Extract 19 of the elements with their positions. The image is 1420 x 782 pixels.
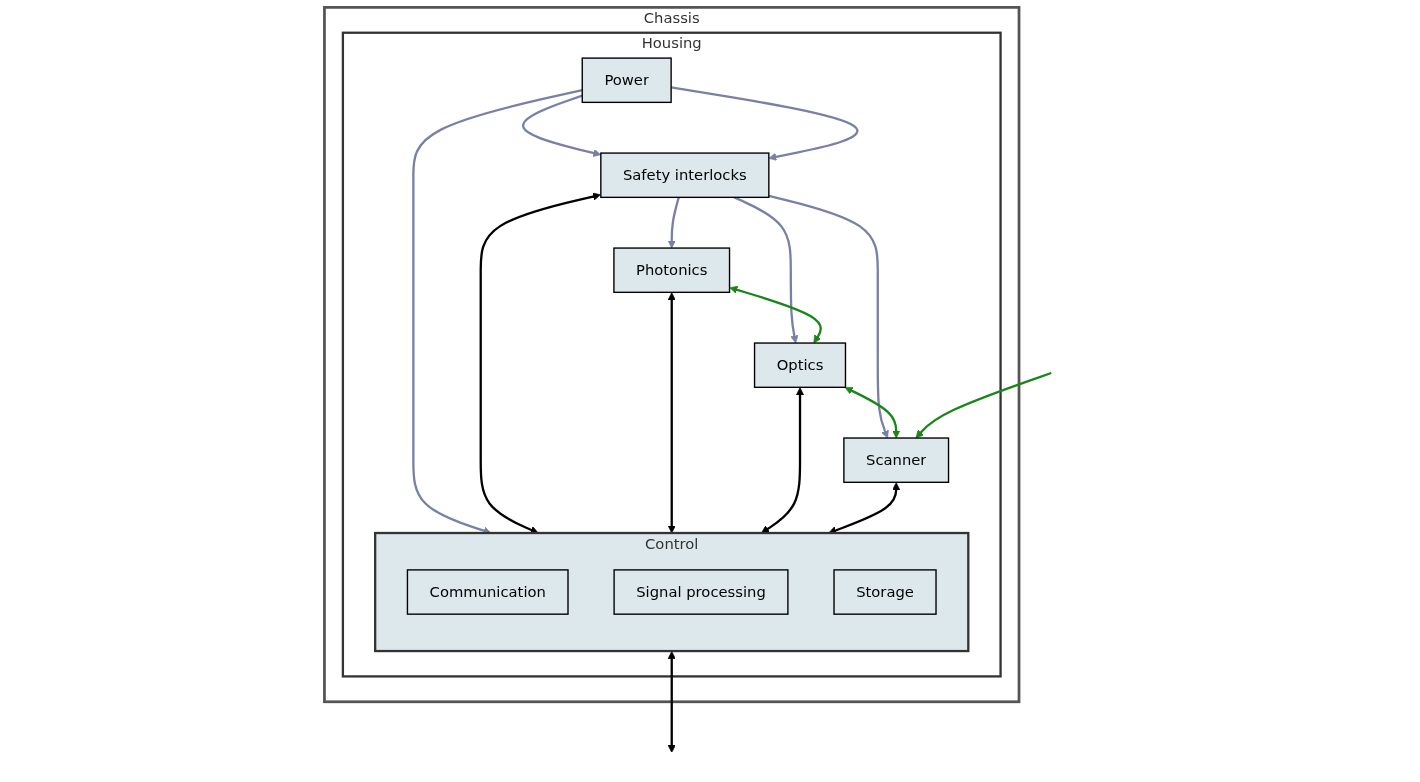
arrow [768,194,889,439]
arrow [667,292,676,534]
node-box: Scanner [843,437,950,483]
node-box: Communication [406,569,569,615]
arrow [761,387,805,534]
node-box: Storage [833,569,937,615]
arrow [915,371,1052,439]
arrow [522,94,602,157]
arrow [667,197,680,249]
arrow [729,285,822,344]
arrow [667,651,676,753]
node-box: Signal processing [613,569,789,615]
arrow [733,196,799,344]
node-box: Safety interlocks [600,152,770,199]
arrow [479,192,601,534]
node-box: Photonics [613,247,731,293]
node-box: Optics [753,342,847,388]
node-box: Power [581,57,672,104]
arrow [844,387,901,439]
